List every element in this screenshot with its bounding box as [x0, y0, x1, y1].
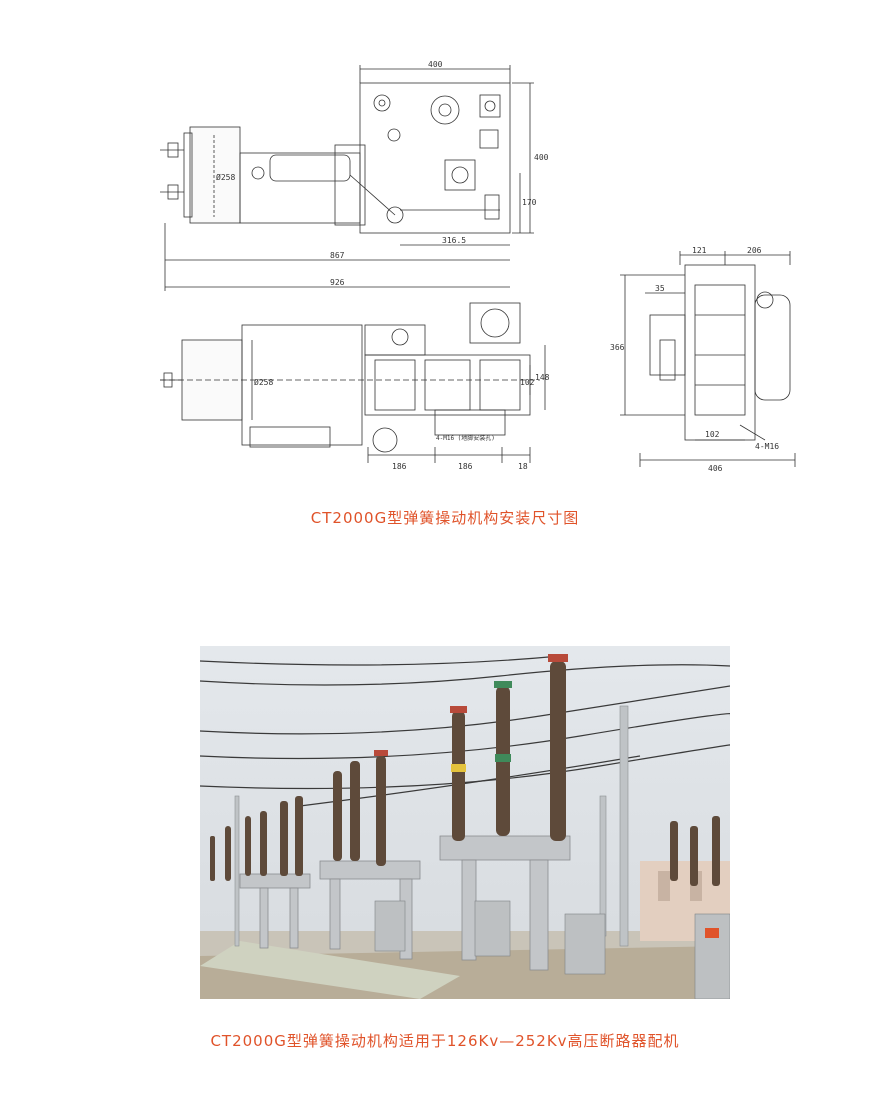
dim-side-206: 206 — [747, 246, 762, 255]
dim-bottom-18: 18 — [518, 462, 528, 471]
dim-side-121: 121 — [692, 246, 707, 255]
dim-top-dia: Ø258 — [216, 172, 235, 182]
dim-side-366: 366 — [610, 343, 625, 352]
installation-dimension-drawing: 400 400 170 316.5 867 926 Ø258 Ø258 102 … — [160, 60, 796, 473]
dim-bottom-102: 102 — [520, 378, 535, 387]
dim-top-vertical: 170 — [522, 198, 537, 207]
dim-side-35: 35 — [655, 284, 665, 293]
substation-photo — [200, 646, 730, 999]
dim-bottom-186a: 186 — [392, 462, 407, 471]
dim-top-total-b: 926 — [330, 278, 345, 287]
dim-top-height: 400 — [534, 153, 549, 162]
dim-bottom-dia: Ø258 — [254, 377, 273, 387]
photo-caption: CT2000G型弹簧操动机构适用于126Kv—252Kv高压断路器配机 — [210, 1032, 680, 1050]
dim-bottom-note: 4-M16 (地脚安装孔) — [436, 434, 495, 442]
dim-side-406: 406 — [708, 464, 723, 473]
dim-side-m16: 4-M16 — [755, 442, 779, 451]
dim-bottom-148: 148 — [535, 373, 550, 382]
dim-side-102: 102 — [705, 430, 720, 439]
dim-top-span: 316.5 — [442, 236, 466, 245]
drawing-caption: CT2000G型弹簧操动机构安装尺寸图 — [310, 509, 580, 527]
dim-bottom-186b: 186 — [458, 462, 473, 471]
dim-top-total-a: 867 — [330, 251, 345, 260]
dim-top-width: 400 — [428, 60, 443, 69]
